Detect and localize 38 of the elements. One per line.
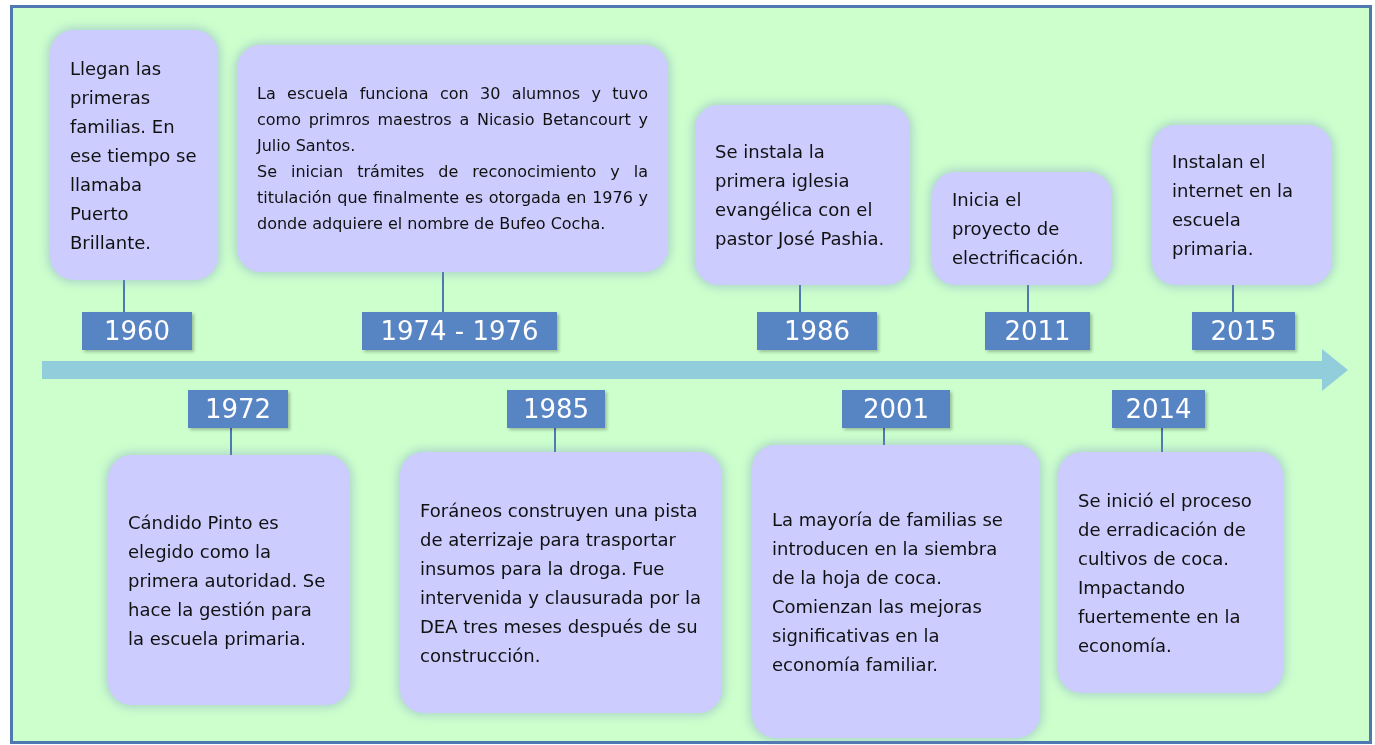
event-card <box>50 30 218 280</box>
event-card <box>1058 452 1283 693</box>
event-card <box>932 172 1112 285</box>
year-label: 2014 <box>1112 390 1205 428</box>
event-description: Llegan las primeras familias. En ese tiempo se llamaba Puerto Brillante. <box>70 56 198 255</box>
year-label: 1972 <box>188 390 288 428</box>
connector-line <box>883 427 885 446</box>
year-label: 1985 <box>507 390 605 428</box>
event-description: Instalan el internet en la escuela primaria. <box>1172 150 1295 261</box>
event-description: Foráneos construyen una pista de aterrizaje para trasportar insumos para la droga. Fue intervenida y clausurada por la DEA tres meses después de su construcción. <box>420 498 702 668</box>
event-card <box>752 445 1040 738</box>
event-description: La mayoría de familias se introducen en la siembra de la hoja de coca. <box>772 507 1004 590</box>
event-card <box>237 45 668 272</box>
connector-line <box>230 427 232 456</box>
connector-line <box>554 427 556 453</box>
connector-line <box>123 279 125 313</box>
event-card <box>108 455 350 705</box>
event-card <box>400 452 722 713</box>
connector-line <box>799 284 801 313</box>
event-description: Cándido Pinto es elegido como la primera autoridad. Se hace la gestión para la escuela primaria. <box>128 510 327 651</box>
connector-line <box>1161 427 1163 453</box>
year-label: 1960 <box>82 312 192 350</box>
year-label: 2001 <box>842 390 950 428</box>
event-card <box>1152 125 1332 285</box>
event-card <box>695 105 910 285</box>
connector-line <box>442 271 444 313</box>
year-label: 1974 - 1976 <box>362 312 557 350</box>
event-description: Comienzan las mejoras significativas en la economía familiar. <box>772 594 983 677</box>
event-description: Se inician trámites de reconocimiento y la titulación que finalmente es otorgada en 1976 y donde adquiere el nombre de Bufeo Cocha. <box>257 160 648 235</box>
event-description: Se inició el proceso de erradicación de cultivos de coca. Impactando fuertemente en la economía. <box>1078 488 1253 658</box>
connector-line <box>1027 284 1029 313</box>
year-label: 1986 <box>757 312 877 350</box>
year-label: 2015 <box>1192 312 1295 350</box>
connector-line <box>1232 284 1234 313</box>
event-description: Inicia el proyecto de electrificación. <box>952 188 1085 270</box>
event-description: La escuela funciona con 30 alumnos y tuvo como primros maestros a Nicasio Betancourt y Julio Santos. <box>257 82 648 157</box>
event-description: Se instala la primera iglesia evangélica con el pastor José Pashia. <box>715 140 886 251</box>
year-label: 2011 <box>985 312 1090 350</box>
